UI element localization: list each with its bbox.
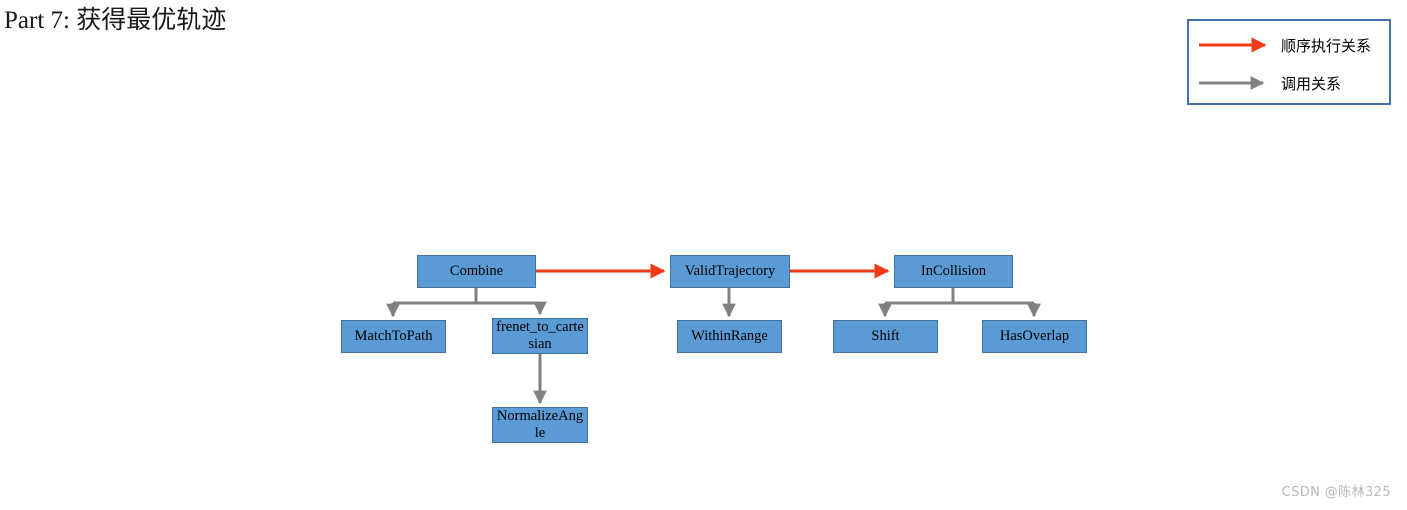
- node-hasoverlap[interactable]: HasOverlap: [982, 320, 1087, 353]
- node-label: WithinRange: [691, 328, 768, 344]
- page-title: Part 7: 获得最优轨迹: [4, 7, 227, 34]
- node-valid[interactable]: ValidTrajectory: [670, 255, 790, 288]
- watermark: CSDN @陈林325: [1281, 485, 1391, 500]
- legend-item-call: 调用关系: [1189, 65, 1389, 101]
- node-label: frenet_to_cartesian: [496, 319, 584, 352]
- node-withinrange[interactable]: WithinRange: [677, 320, 782, 353]
- node-label: Shift: [871, 328, 900, 344]
- legend-box: 顺序执行关系 调用关系: [1187, 19, 1391, 105]
- node-combine[interactable]: Combine: [417, 255, 536, 288]
- node-label: ValidTrajectory: [684, 263, 776, 279]
- node-matchtopath[interactable]: MatchToPath: [341, 320, 446, 353]
- legend-item-sequence: 顺序执行关系: [1189, 27, 1389, 63]
- gray-arrow-icon: [1199, 76, 1265, 90]
- edge-combine-to-children: [386, 288, 547, 318]
- edge-incollision-to-children: [878, 288, 1041, 318]
- node-label: NormalizeAngle: [496, 408, 584, 441]
- node-frenet[interactable]: frenet_to_cartesian: [492, 318, 588, 354]
- legend-label-call: 调用关系: [1281, 74, 1342, 93]
- red-arrow-icon: [1199, 37, 1267, 53]
- node-incollision[interactable]: InCollision: [894, 255, 1013, 288]
- node-label: MatchToPath: [354, 328, 433, 344]
- node-label: HasOverlap: [999, 328, 1070, 344]
- node-label: Combine: [449, 263, 504, 279]
- node-shift[interactable]: Shift: [833, 320, 938, 353]
- legend-label-sequence: 顺序执行关系: [1281, 36, 1372, 55]
- node-normalizeangle[interactable]: NormalizeAngle: [492, 407, 588, 443]
- node-label: InCollision: [920, 263, 987, 279]
